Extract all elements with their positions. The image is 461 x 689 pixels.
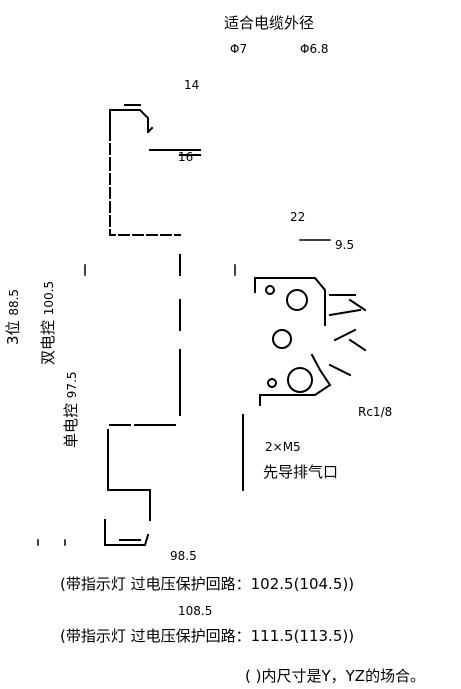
pilot-thread-label: 2×M5 [265,440,301,454]
body-lower-right [179,349,244,491]
vertical-double-text: 双电控 [39,319,57,365]
pilot-exhaust-label: 先导排气口 [263,463,339,481]
cable-connector-top [109,109,149,133]
dim-98-5: 98.5 [170,549,197,563]
vertical-single-text: 单电控 [62,402,80,448]
port-circle-5 [267,378,277,388]
note-line-1: (带指示灯 过电压保护回路：102.5(104.5)) [60,575,355,593]
footnote: ( )内尺寸是Y，YZ的场合。 [245,667,426,685]
body-upper [149,149,201,156]
port-circle-1 [265,285,275,295]
vertical-label-double: 双电控 100.5 [39,280,58,365]
cable-od-title: 适合电缆外径 [224,14,315,32]
port-circle-3 [272,329,292,349]
vertical-3pos-dim: 88.5 [7,288,21,316]
port-circle-2 [286,289,308,311]
vertical-double-dim: 100.5 [42,280,56,316]
dim-9-5: 9.5 [335,238,355,252]
dimension-lines [37,239,331,546]
body-lower-bottom [109,489,151,521]
vertical-label-3pos: 3位 88.5 [4,288,23,345]
vertical-single-dim: 97.5 [65,371,79,399]
port-block-outline [254,277,332,406]
body-left-edge [109,129,181,236]
vertical-label-single: 单电控 97.5 [62,371,81,448]
body-mid-left [107,424,176,491]
port-right-ribs [328,294,367,377]
dim-14: 14 [184,78,200,92]
connector-body-top [124,104,154,134]
dim-108-5: 108.5 [178,604,213,618]
dim-16: 16 [178,150,194,164]
cable-connector-bottom [104,519,150,546]
dim-22: 22 [290,210,306,224]
port-circle-4 [287,367,313,393]
cable-dim-a: Φ7 [230,42,248,56]
vertical-3pos-text: 3位 [4,320,22,345]
port-rc-label: Rc1/8 [358,405,393,419]
note-line-2: (带指示灯 过电压保护回路：111.5(113.5)) [60,627,355,645]
cable-dim-b: Φ6.8 [300,42,329,56]
